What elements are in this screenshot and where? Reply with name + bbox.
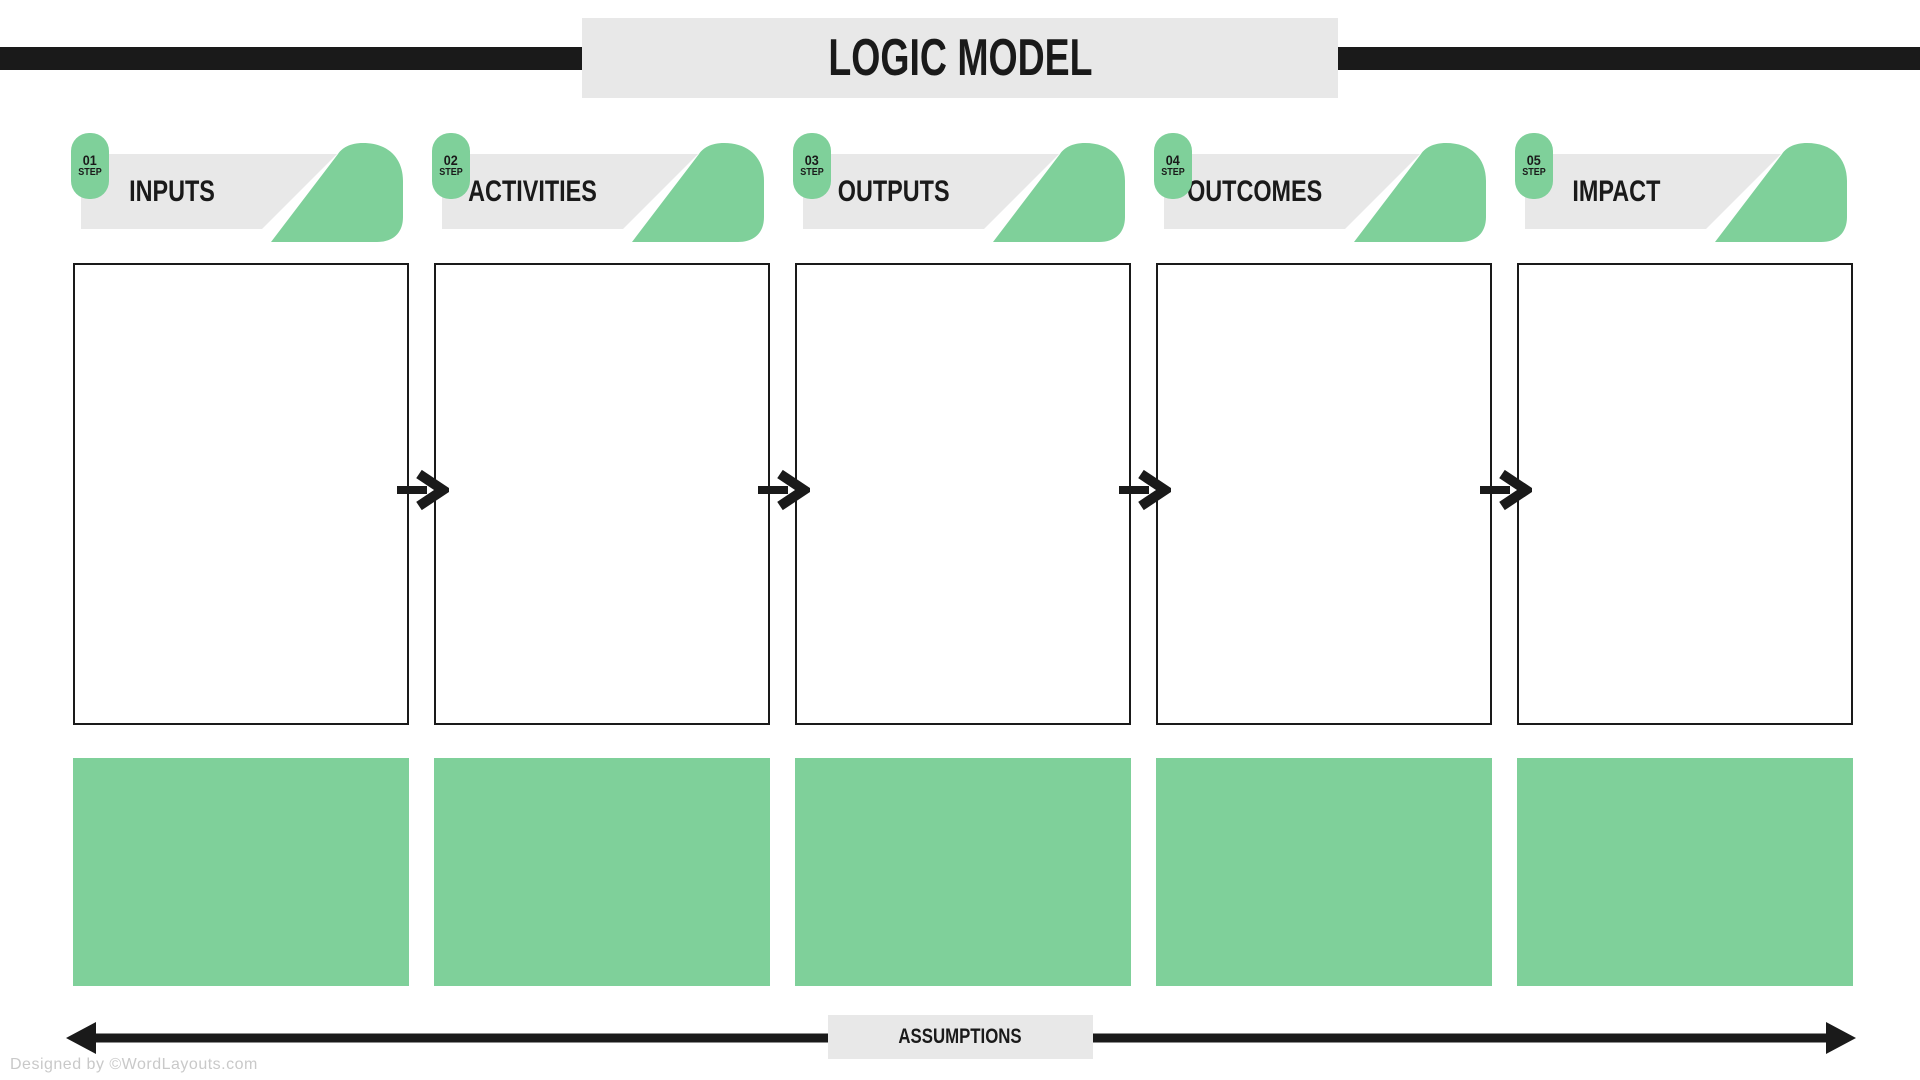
content-box-outcomes[interactable] — [1156, 263, 1492, 725]
note-box-impact[interactable] — [1517, 758, 1853, 986]
step-badge-3: 03 STEP — [793, 133, 831, 199]
header-ribbon-graphic — [803, 143, 1125, 242]
note-box-inputs[interactable] — [73, 758, 409, 986]
column-title-outputs: OUTPUTS — [838, 174, 950, 208]
page-title: LOGIC MODEL — [827, 29, 1093, 87]
step-label: STEP — [1161, 167, 1185, 179]
step-number: 05 — [1526, 152, 1542, 169]
step-badge-2: 02 STEP — [432, 133, 470, 199]
step-label: STEP — [1522, 167, 1546, 179]
flow-arrow-icon — [397, 469, 449, 511]
header-ribbon-graphic — [81, 143, 403, 242]
header-ribbon-graphic — [442, 143, 764, 242]
column-title-outcomes: OUTCOMES — [1187, 174, 1323, 208]
column-header-outputs: 03 STEP OUTPUTS — [793, 133, 1131, 245]
column-title-wrap: OUTPUTS — [803, 154, 985, 229]
content-box-inputs[interactable] — [73, 263, 409, 725]
column-header-inputs: 01 STEP INPUTS — [71, 133, 409, 245]
header-sail-shape — [632, 143, 764, 242]
flow-arrow-icon — [758, 469, 810, 511]
content-box-impact[interactable] — [1517, 263, 1853, 725]
note-box-activities[interactable] — [434, 758, 770, 986]
step-label: STEP — [78, 167, 102, 179]
column-header-outcomes: 04 STEP OUTCOMES — [1154, 133, 1492, 245]
step-badge-4: 04 STEP — [1154, 133, 1192, 199]
step-badge-1: 01 STEP — [71, 133, 109, 199]
step-number: 02 — [443, 152, 459, 169]
content-box-activities[interactable] — [434, 263, 770, 725]
assumptions-label: ASSUMPTIONS — [898, 1025, 1023, 1048]
step-number: 03 — [804, 152, 820, 169]
step-badge-5: 05 STEP — [1515, 133, 1553, 199]
step-label: STEP — [800, 167, 824, 179]
header-sail-shape — [1354, 143, 1486, 242]
header-ribbon-graphic — [1164, 143, 1486, 242]
column-title-wrap: IMPACT — [1525, 154, 1707, 229]
flow-arrow-icon — [1119, 469, 1171, 511]
title-banner: LOGIC MODEL — [582, 18, 1338, 98]
step-number: 04 — [1165, 152, 1181, 169]
note-box-outcomes[interactable] — [1156, 758, 1492, 986]
assumptions-label-box: ASSUMPTIONS — [828, 1015, 1093, 1059]
header-sail-shape — [993, 143, 1125, 242]
flow-arrow-icon — [1480, 469, 1532, 511]
column-title-activities: ACTIVITIES — [468, 174, 598, 208]
note-box-outputs[interactable] — [795, 758, 1131, 986]
column-title-inputs: INPUTS — [129, 174, 215, 208]
credit-text: Designed by ©WordLayouts.com — [10, 1056, 258, 1073]
header-ribbon-graphic — [1525, 143, 1847, 242]
column-title-impact: IMPACT — [1572, 174, 1660, 208]
header-sail-shape — [1715, 143, 1847, 242]
column-title-wrap: ACTIVITIES — [442, 154, 624, 229]
step-number: 01 — [82, 152, 98, 169]
column-title-wrap: INPUTS — [81, 154, 263, 229]
column-title-wrap: OUTCOMES — [1164, 154, 1346, 229]
content-box-outputs[interactable] — [795, 263, 1131, 725]
column-header-impact: 05 STEP IMPACT — [1515, 133, 1853, 245]
column-header-activities: 02 STEP ACTIVITIES — [432, 133, 770, 245]
header-sail-shape — [271, 143, 403, 242]
step-label: STEP — [439, 167, 463, 179]
